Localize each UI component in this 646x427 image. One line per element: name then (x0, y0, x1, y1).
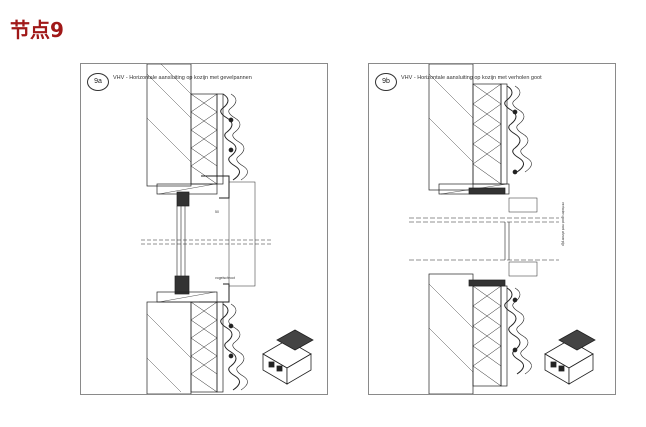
isometric-house-icon (544, 329, 596, 385)
frame-head (176, 191, 190, 207)
annotation-50: 50 (215, 210, 219, 214)
panel-number-9b: 9b (375, 73, 397, 91)
flashing-top (201, 175, 230, 199)
clip-a4 (228, 353, 234, 359)
gutter-box (508, 197, 538, 213)
panel-number-9a: 9a (87, 73, 109, 91)
panel-title-9a: VHV - Horizontale aansluiting op kozijn … (113, 75, 252, 81)
upper-tile-profile (220, 93, 240, 181)
clip-b4 (512, 347, 518, 353)
upper-wall-block (428, 64, 474, 191)
frame-sill (174, 275, 190, 295)
clip-b2 (512, 169, 518, 175)
sill-box (508, 261, 538, 277)
page-title: 节点9 (10, 18, 64, 42)
panel-title-9b: VHV - Horizontale aansluiting op kozijn … (401, 75, 542, 81)
lower-wall-block (428, 273, 474, 394)
lower-tile-profile (220, 303, 240, 391)
facade-guide (228, 181, 256, 287)
flashing-bottom (199, 283, 230, 303)
sill-flashing (468, 279, 506, 287)
clip-b3 (512, 297, 518, 303)
upper-tile-profile (504, 85, 524, 173)
clip-a2 (228, 147, 234, 153)
clip-b1 (512, 109, 518, 115)
upper-batten (500, 83, 508, 185)
lower-batten (216, 301, 224, 393)
lower-batten (500, 285, 508, 387)
section-drawing-9b (409, 64, 596, 394)
section-drawing-9a (141, 64, 314, 394)
detail-panel-9b: 9b VHV - Horizontale aansluiting op kozi… (368, 63, 616, 395)
detail-panel-9a: 9a VHV - Horizontale aansluiting op kozi… (80, 63, 328, 395)
annotation-vogelschroot: vogelschroot (215, 276, 235, 280)
lower-tile-profile (504, 287, 524, 375)
isometric-house-icon (262, 329, 314, 385)
hidden-gutter (468, 187, 506, 195)
upper-batten (216, 93, 224, 185)
clip-a1 (228, 117, 234, 123)
upper-wall-block (146, 64, 192, 187)
clip-a3 (228, 323, 234, 329)
annotation-verholen-goot: verholen goot met afvoerpijp (561, 202, 565, 247)
